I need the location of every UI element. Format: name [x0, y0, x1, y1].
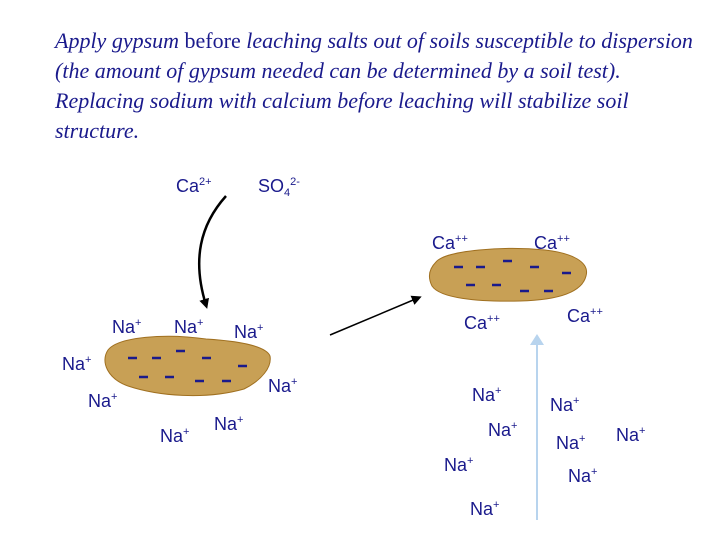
sulfate-charge: 2- [290, 176, 300, 188]
leached-sodium-ion: Na+ [550, 395, 580, 415]
calcium-ion: Ca++ [464, 313, 500, 333]
sodium-ion: Na+ [234, 322, 264, 342]
leached-sodium-ion: Na+ [444, 455, 474, 475]
leached-sodium-ion: Na+ [568, 466, 598, 486]
leached-sodium-ion: Na+ [556, 433, 586, 453]
sodium-ion: Na+ [174, 317, 204, 337]
sulfate-ion-label: SO42- [258, 176, 300, 199]
sodium-ion: Na+ [62, 354, 92, 374]
sodium-ion: Na+ [160, 426, 190, 446]
intro-plain: before [179, 28, 247, 53]
calcium-ion: Ca++ [534, 233, 570, 253]
intro-italic-rest: leaching salts out of soils susceptible … [55, 28, 693, 143]
sodic-clay-negative-charges [128, 349, 247, 383]
leaching-arrow-head [530, 334, 544, 345]
intro-text: Apply gypsum before leaching salts out o… [55, 26, 695, 146]
calcium-clay-particle [428, 248, 587, 302]
gypsum-addition-arrow [197, 195, 227, 309]
calcium-clay-negative-charges [454, 259, 571, 293]
leached-sodium-ion: Na+ [488, 420, 518, 440]
leached-sodium-ion: Na+ [616, 425, 646, 445]
sodium-ion: Na+ [214, 414, 244, 434]
sodium-ion: Na+ [268, 376, 298, 396]
transition-arrow [329, 295, 422, 336]
intro-italic-lead: Apply gypsum [55, 28, 180, 53]
leached-sodium-ion: Na+ [470, 499, 500, 519]
sodium-ion: Na+ [88, 391, 118, 411]
leached-sodium-ion: Na+ [472, 385, 502, 405]
calcium-ion: Ca++ [432, 233, 468, 253]
calcium-symbol: Ca [176, 176, 200, 196]
sodium-ion: Na+ [112, 317, 142, 337]
calcium-charge: 2+ [199, 176, 212, 188]
calcium-ion-label: Ca2+ [176, 176, 212, 196]
sulfate-symbol: SO [258, 176, 285, 196]
calcium-ion: Ca++ [567, 306, 603, 326]
sulfate-subscript: 4 [284, 187, 291, 199]
